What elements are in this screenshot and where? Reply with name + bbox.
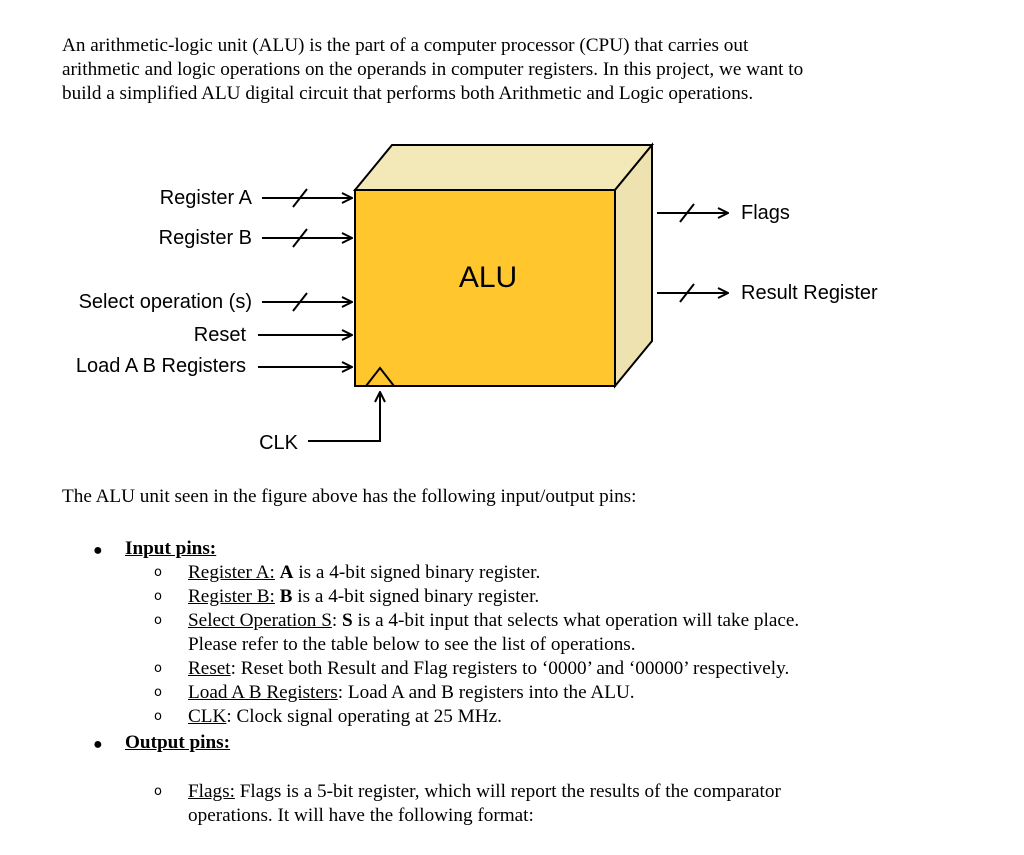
arrow-register-a (262, 188, 352, 208)
pin-name: Flags: (188, 781, 235, 802)
sub-bullet: o (154, 589, 162, 604)
label-register-a: Register A (160, 187, 253, 209)
pin-desc: Flags is a 5-bit register, which will re… (234, 781, 781, 802)
sub-bullet: o (154, 784, 162, 799)
label-select-operation: Select operation (s) (79, 291, 252, 313)
intro-line-2: arithmetic and logic operations on the o… (62, 59, 804, 80)
clock-triangle (365, 366, 395, 387)
pin-desc-cont: operations. It will have the following f… (188, 805, 534, 826)
pin-desc: is a 4-bit signed binary register. (292, 586, 540, 607)
pin-symbol: B (279, 586, 293, 607)
label-register-b: Register B (159, 227, 252, 249)
pin-name: CLK (188, 706, 227, 727)
sub-bullet: o (154, 661, 162, 676)
label-load-ab: Load A B Registers (76, 355, 246, 377)
pin-symbol: S (342, 610, 353, 631)
label-result-register: Result Register (741, 282, 878, 304)
input-pins-heading: Input pins: (125, 538, 217, 559)
arrow-clk (308, 392, 380, 442)
alu-block-label: ALU (459, 261, 517, 294)
sub-bullet: o (154, 685, 162, 700)
pin-desc-cont: Please refer to the table below to see t… (188, 634, 636, 655)
pin-desc: : Clock signal operating at 25 MHz. (226, 706, 502, 727)
alu-block-front (354, 189, 616, 387)
sub-bullet: o (154, 709, 162, 724)
alu-diagram: ALU Register A Register B Select operati… (76, 142, 878, 454)
pin-name: Register B: (188, 586, 275, 607)
pin-name: Register A: (188, 562, 275, 583)
label-flags: Flags (741, 202, 790, 224)
sub-bullet: o (154, 613, 162, 628)
pin-desc: is a 4-bit input that selects what opera… (352, 610, 800, 631)
pin-name: Select Operation S (188, 610, 332, 631)
intro-paragraph: An arithmetic-logic unit (ALU) is the pa… (62, 34, 884, 106)
arrow-flags (657, 203, 728, 223)
output-pins-heading: Output pins: (125, 732, 231, 753)
pin-symbol: A (279, 562, 294, 583)
bullet-output-pins: ● (93, 736, 103, 753)
pin-name: Load A B Registers (188, 682, 338, 703)
bullet-input-pins: ● (93, 542, 103, 559)
label-clk: CLK (259, 432, 299, 454)
pin-desc: : Load A and B registers into the ALU. (337, 682, 635, 703)
intro-line-1: An arithmetic-logic unit (ALU) is the pa… (62, 35, 749, 56)
alu-block-top (352, 144, 655, 191)
pins-intro: The ALU unit seen in the figure above ha… (62, 486, 637, 507)
arrow-register-b (262, 228, 352, 248)
pin-name: Reset (188, 658, 231, 679)
pin-desc: : Reset both Result and Flag registers t… (230, 658, 790, 679)
label-reset: Reset (194, 324, 247, 346)
arrow-select-operation (262, 292, 352, 312)
sub-bullet: o (154, 565, 162, 580)
intro-line-3: build a simplified ALU digital circuit t… (62, 83, 754, 104)
pin-desc: is a 4-bit signed binary register. (293, 562, 541, 583)
arrow-result-register (657, 283, 728, 303)
